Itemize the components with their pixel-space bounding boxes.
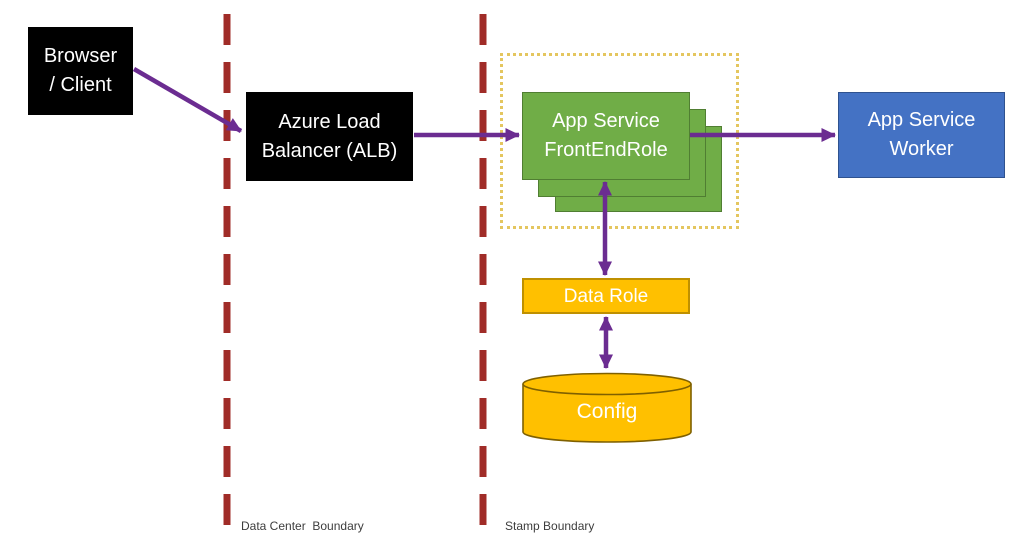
node-worker-label-line2: Worker	[889, 138, 954, 160]
node-browser-client-label-line1: Browser	[43, 45, 118, 67]
stamp-group-outline	[500, 53, 739, 229]
node-alb-label-line1: Azure Load	[278, 110, 381, 133]
node-browser-client: Browser / Client	[28, 27, 133, 115]
cylinder-top	[522, 372, 692, 396]
node-alb-label-line2: Balancer (ALB)	[261, 139, 398, 162]
node-data-role: Data Role	[522, 278, 690, 314]
node-frontend-label-line1: App Service	[552, 110, 660, 132]
node-config-database: Config	[522, 372, 692, 443]
config-database-cylinder-icon	[522, 372, 692, 443]
arrow-browser-to-alb	[132, 67, 243, 133]
node-data-role-label: Data Role	[563, 285, 649, 307]
node-worker-label-line1: App Service	[867, 109, 976, 131]
node-azure-load-balancer: Azure Load Balancer (ALB)	[246, 92, 413, 181]
cylinder-body	[522, 384, 692, 443]
data-center-boundary-label: Data Center Boundary	[241, 519, 364, 533]
node-config-label: Config	[576, 400, 638, 423]
node-app-service-worker: App Service Worker	[838, 92, 1005, 178]
node-browser-client-label-line2: / Client	[49, 74, 112, 96]
stamp-boundary-label: Stamp Boundary	[505, 519, 595, 533]
node-frontend-label-line2: FrontEndRole	[544, 139, 668, 161]
node-app-service-frontend-role: App Service FrontEndRole	[522, 92, 690, 180]
